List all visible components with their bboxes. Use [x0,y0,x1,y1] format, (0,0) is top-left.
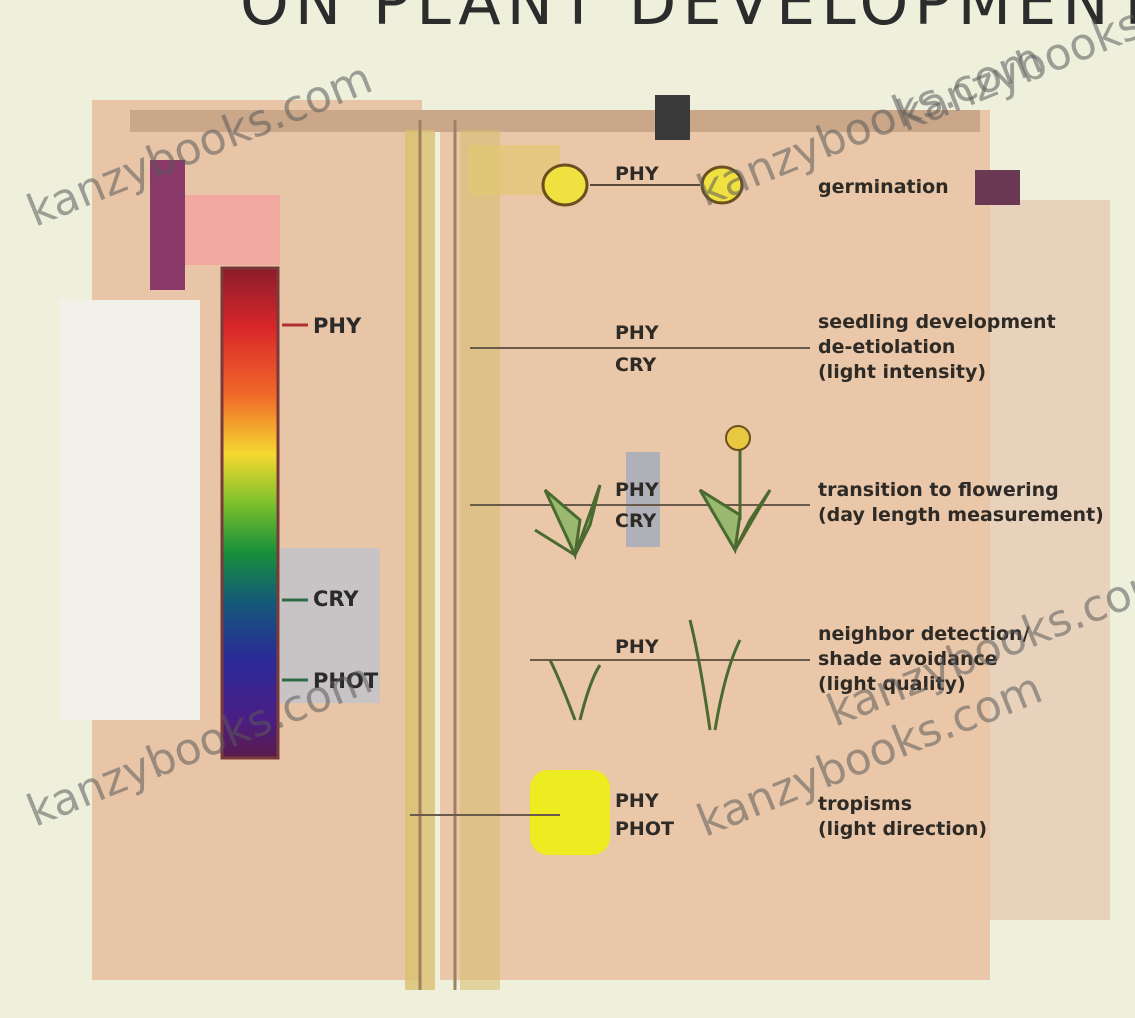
light-spot-tropism [530,770,610,855]
light-source-box [655,95,690,140]
seed-icon-left [543,165,587,205]
yellow-strip-right [460,130,500,990]
main-panel [440,110,990,980]
process-line: seedling development [818,310,1056,335]
process-line: tropisms [818,792,987,817]
process-seedling-development: seedling development de-etiolation (ligh… [818,310,1056,385]
diagram-title: ON PLANT DEVELOPMENT [240,0,1135,39]
process-line: transition to flowering [818,478,1104,503]
photoreceptor-shade-phy: PHY [615,636,659,658]
right-edge-panel [990,200,1110,920]
photoreceptor-flowering-phy: PHY [615,479,659,501]
process-tropisms: tropisms (light direction) [818,792,987,842]
photoreceptor-tropism-phy: PHY [615,790,659,812]
photoreceptor-flowering-cry: CRY [615,510,656,532]
photoreceptor-tropism-phot: PHOT [615,818,674,840]
spectrum-label-phy: PHY [313,314,361,338]
process-line: (light intensity) [818,360,1056,385]
left-light-area [60,300,200,720]
photoreceptor-seedling-phy: PHY [615,322,659,344]
process-flowering: transition to flowering (day length meas… [818,478,1104,528]
light-spectrum-bar [222,268,278,758]
spectrum-label-cry: CRY [313,587,359,611]
process-line: (light direction) [818,817,987,842]
process-line: de-etiolation [818,335,1056,360]
flower-icon [726,426,750,450]
photoreceptor-germination-phy: PHY [615,163,659,185]
photoreceptor-seedling-cry: CRY [615,354,656,376]
process-line: (day length measurement) [818,503,1104,528]
process-germination: germination [818,175,949,200]
process-line: germination [818,175,949,200]
germination-dark-marker [975,170,1020,205]
